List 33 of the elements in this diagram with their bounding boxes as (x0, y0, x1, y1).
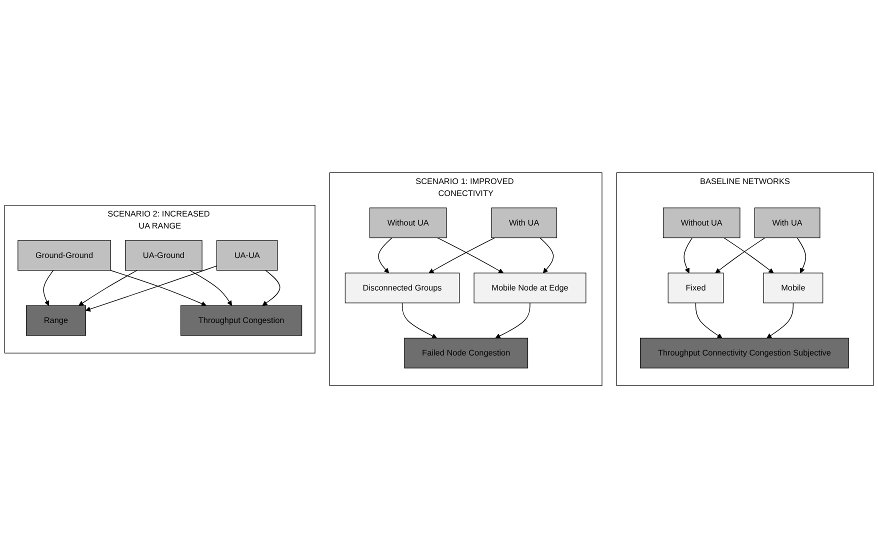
arrow (724, 237, 774, 274)
arrow (189, 270, 232, 306)
node-box: Ground-Ground (18, 240, 111, 270)
arrow (715, 237, 766, 274)
arrow (85, 265, 218, 312)
arrow (428, 237, 496, 274)
node-box: Throughput Congestion (180, 305, 302, 336)
arrow (402, 302, 438, 338)
node-box: Failed Node Congestion (404, 338, 528, 368)
arrow (78, 270, 138, 306)
node-box: Throughput Connectivity Congestion Subjective (640, 338, 849, 368)
arrow (378, 237, 392, 274)
arrow (796, 237, 806, 274)
node-box: Without UA (369, 207, 447, 238)
node-box: With UA (491, 207, 558, 238)
arrow (695, 302, 722, 338)
arrow (684, 237, 693, 274)
node-box: Without UA (662, 207, 740, 238)
node-box: Fixed (668, 272, 724, 304)
arrow (495, 302, 530, 338)
node-box: UA-Ground (125, 240, 202, 270)
arrow (437, 237, 504, 274)
node-box: UA-UA (216, 240, 278, 270)
node-box: Mobile Node at Edge (474, 272, 586, 304)
node-box: Range (26, 305, 86, 336)
arrow (766, 302, 794, 338)
arrow (43, 270, 54, 306)
arrow (540, 237, 554, 274)
arrow (110, 270, 206, 306)
arrow (262, 270, 280, 306)
node-box: Disconnected Groups (344, 272, 460, 304)
node-box: With UA (754, 207, 820, 238)
node-box: Mobile (763, 272, 824, 304)
